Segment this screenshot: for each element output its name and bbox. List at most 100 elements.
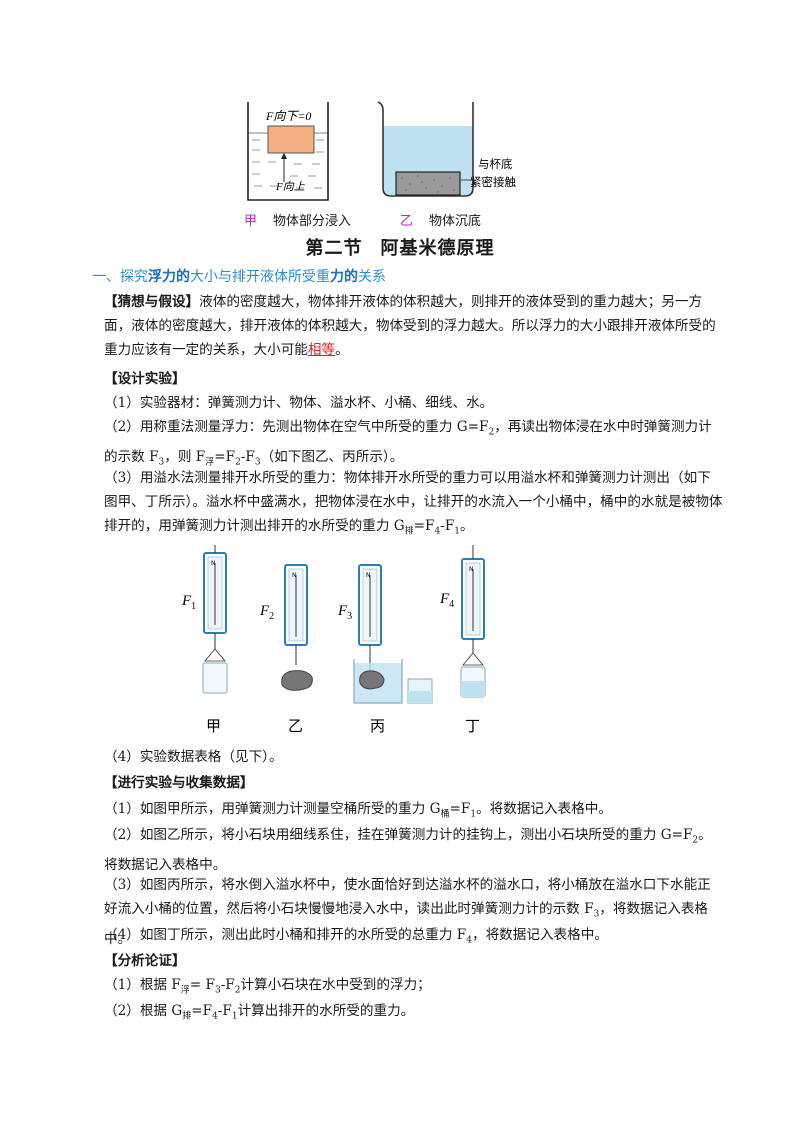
analysis-step-1-a: （1）根据 F: [104, 977, 181, 993]
scale-c: [353, 564, 433, 704]
sunk-block: [395, 171, 461, 196]
figure-caption-jia: 甲: [206, 717, 221, 735]
analysis-step-2-c: -F: [217, 1003, 232, 1019]
procedure-step-2-b: 。将数据记入表格中。: [104, 827, 712, 873]
procedure-step-4-b: ，将数据记入表格中。: [471, 927, 608, 943]
subheading-bold-1: 浮力的: [148, 269, 190, 285]
beaker: [377, 101, 474, 197]
procedure-step-1-b: =F: [449, 801, 471, 817]
sub: 3: [158, 457, 165, 468]
analysis-step-1: （1）根据 F浮= F3-F2计算小石块在水中受到的浮力；: [104, 973, 724, 1003]
procedure-step-2: （2）如图乙所示，将小石块用细线系住，挂在弹簧测力计的挂钩上，测出小石块所受的重…: [104, 823, 724, 877]
sub: 1: [231, 1011, 238, 1022]
design-step-3: （3）用溢水法测量排开水所受的重力：物体排开水所受的重力可以用溢水杯和弹簧测力计…: [104, 466, 724, 544]
f3-label: F3: [337, 603, 352, 622]
caption-b-mark: 乙: [400, 214, 414, 229]
procedure-step-3: （3）如图丙所示，将水倒入溢水杯中，使水面恰好到达溢水杯的溢水口，将小桶放在溢水…: [104, 873, 724, 951]
hypothesis-highlight: 相等: [307, 342, 336, 358]
spring-scale-figure: N N N N F1 F2 F3 F4 甲 乙 丙 丁: [181, 545, 486, 735]
analysis-step-1-c: -F: [220, 977, 235, 993]
caption-a-text: 物体部分浸入: [273, 214, 352, 229]
hypothesis-paragraph: 【猜想与假设】液体的密度越大，物体排开液体的体积越大，则排开的液体受到的重力越大…: [104, 290, 724, 362]
analysis-step-2-d: 计算出排开的水所受的重力。: [237, 1003, 415, 1019]
scale-letter-c: N: [366, 572, 371, 579]
sub: 桶: [440, 809, 450, 820]
sub: 排: [404, 526, 414, 537]
procedure-step-1: （1）如图甲所示，用弹簧测力计测量空桶所受的重力 G桶=F1。将数据记入表格中。: [104, 797, 724, 827]
caption-a-mark: 甲: [244, 214, 258, 229]
section-number: 第二节: [305, 238, 363, 259]
sub: 浮: [205, 457, 215, 468]
f2-label: F2: [259, 603, 274, 622]
scale-letter-a: N: [211, 560, 216, 567]
figure-caption-bing: 丙: [370, 717, 385, 735]
design-label: 【设计实验】: [104, 371, 186, 387]
figure-caption-yi: 乙: [288, 717, 303, 735]
design-step-2: （2）用称重法测量浮力：先测出物体在空气中所受的重力 G=F2，再读出物体浸在水…: [104, 415, 724, 474]
left-container: [247, 102, 329, 201]
hypothesis-text: 液体的密度越大，物体排开液体的体积越大，则排开的液体受到的重力越大；另一方面，液…: [104, 294, 716, 358]
design-step-2-f: （如下图乙、丙所示）。: [260, 448, 404, 465]
procedure-step-3-a: （3）如图丙所示，将水倒入溢水杯中，使水面恰好到达溢水杯的溢水口，将小桶放在溢水…: [104, 877, 711, 917]
subheading-prefix: 一、探究: [92, 269, 148, 285]
annotation-line-2: 紧密接触: [470, 175, 516, 189]
hypothesis-label: 【猜想与假设】: [104, 294, 200, 310]
subheading: 一、探究浮力的大小与排开液体所受重力的关系: [92, 266, 386, 286]
buoyancy-figure-top: F向下=0 F向上 与杯底 紧密接触: [247, 101, 516, 201]
scale-b: [281, 564, 313, 691]
scale-a: [202, 545, 228, 694]
analysis-step-1-b: = F: [189, 977, 215, 993]
annotation-line-1: 与杯底: [478, 157, 513, 171]
caption-b-text: 物体沉底: [429, 214, 482, 229]
hypothesis-end: 。: [335, 342, 349, 358]
floating-block: [267, 125, 315, 154]
sub: 2: [234, 985, 241, 996]
procedure-label: 【进行实验与收集数据】: [104, 775, 254, 791]
procedure-step-4: （4）如图丁所示，测出此时小桶和排开的水所受的总重力 F4，将数据记入表格中。: [104, 923, 724, 953]
analysis-step-2-b: =F: [191, 1003, 213, 1019]
scale-d: [460, 545, 486, 698]
f-down-label: F向下=0: [265, 109, 311, 123]
design-step-2-e: -F: [240, 448, 255, 465]
sub: 2: [488, 427, 495, 438]
sub: 1: [454, 526, 460, 537]
section-name: 阿基米德原理: [380, 238, 495, 259]
sub: 4: [434, 526, 441, 537]
subheading-suffix: 关系: [358, 269, 386, 285]
sub: 3: [593, 909, 600, 920]
analysis-step-2-a: （2）根据 G: [104, 1003, 183, 1019]
design-step-2-d: =F: [214, 448, 236, 465]
sub: 排: [182, 1011, 192, 1022]
table-note: （4）实验数据表格（见下）。: [104, 749, 283, 765]
design-step-3-b: =F: [413, 518, 435, 534]
section-title: 第二节阿基米德原理: [0, 234, 800, 260]
procedure-step-2-a: （2）如图乙所示，将小石块用细线系住，挂在弹簧测力计的挂钩上，测出小石块所受的重…: [104, 827, 693, 843]
subheading-bold-2: 力的: [330, 269, 358, 285]
procedure-step-1-c: 。将数据记入表格中。: [476, 801, 612, 817]
design-step-3-c: -F: [440, 518, 455, 534]
sub: 3: [254, 457, 261, 468]
analysis-step-1-d: 计算小石块在水中受到的浮力；: [240, 977, 431, 993]
caption-a: 甲物体部分浸入: [244, 210, 351, 229]
sub: 4: [466, 935, 472, 946]
sub: 1: [470, 809, 477, 820]
design-step-2-c: ，则 F: [164, 448, 206, 465]
procedure-step-1-a: （1）如图甲所示，用弹簧测力计测量空桶所受的重力 G: [104, 801, 441, 817]
f1-label: F1: [181, 593, 196, 612]
analysis-step-2: （2）根据 G排=F4-F1计算出排开的水所受的重力。: [104, 999, 724, 1029]
f4-label: F4: [439, 591, 454, 610]
sub: 3: [214, 985, 221, 996]
f-up-label: F向上: [275, 180, 306, 193]
design-step-3-a: （3）用溢水法测量排开水所受的重力：物体排开水所受的重力可以用溢水杯和弹簧测力计…: [104, 470, 723, 534]
figure-caption-ding: 丁: [465, 717, 480, 735]
analysis-label: 【分析论证】: [104, 953, 186, 969]
design-step-2-a: （2）用称重法测量浮力：先测出物体在空气中所受的重力 G=F: [104, 419, 489, 435]
procedure-step-3-b: ，将数据记入表格中。: [104, 901, 709, 947]
design-step-2-b: ，再读出物体浸在水中时弹簧测力计的示数 F: [104, 419, 712, 465]
caption-b: 乙物体沉底: [400, 210, 481, 229]
design-step-3-d: 。: [460, 518, 474, 534]
sub: 2: [235, 457, 241, 468]
sub: 2: [692, 835, 699, 846]
subheading-mid: 大小与排开液体所受重: [190, 269, 330, 285]
